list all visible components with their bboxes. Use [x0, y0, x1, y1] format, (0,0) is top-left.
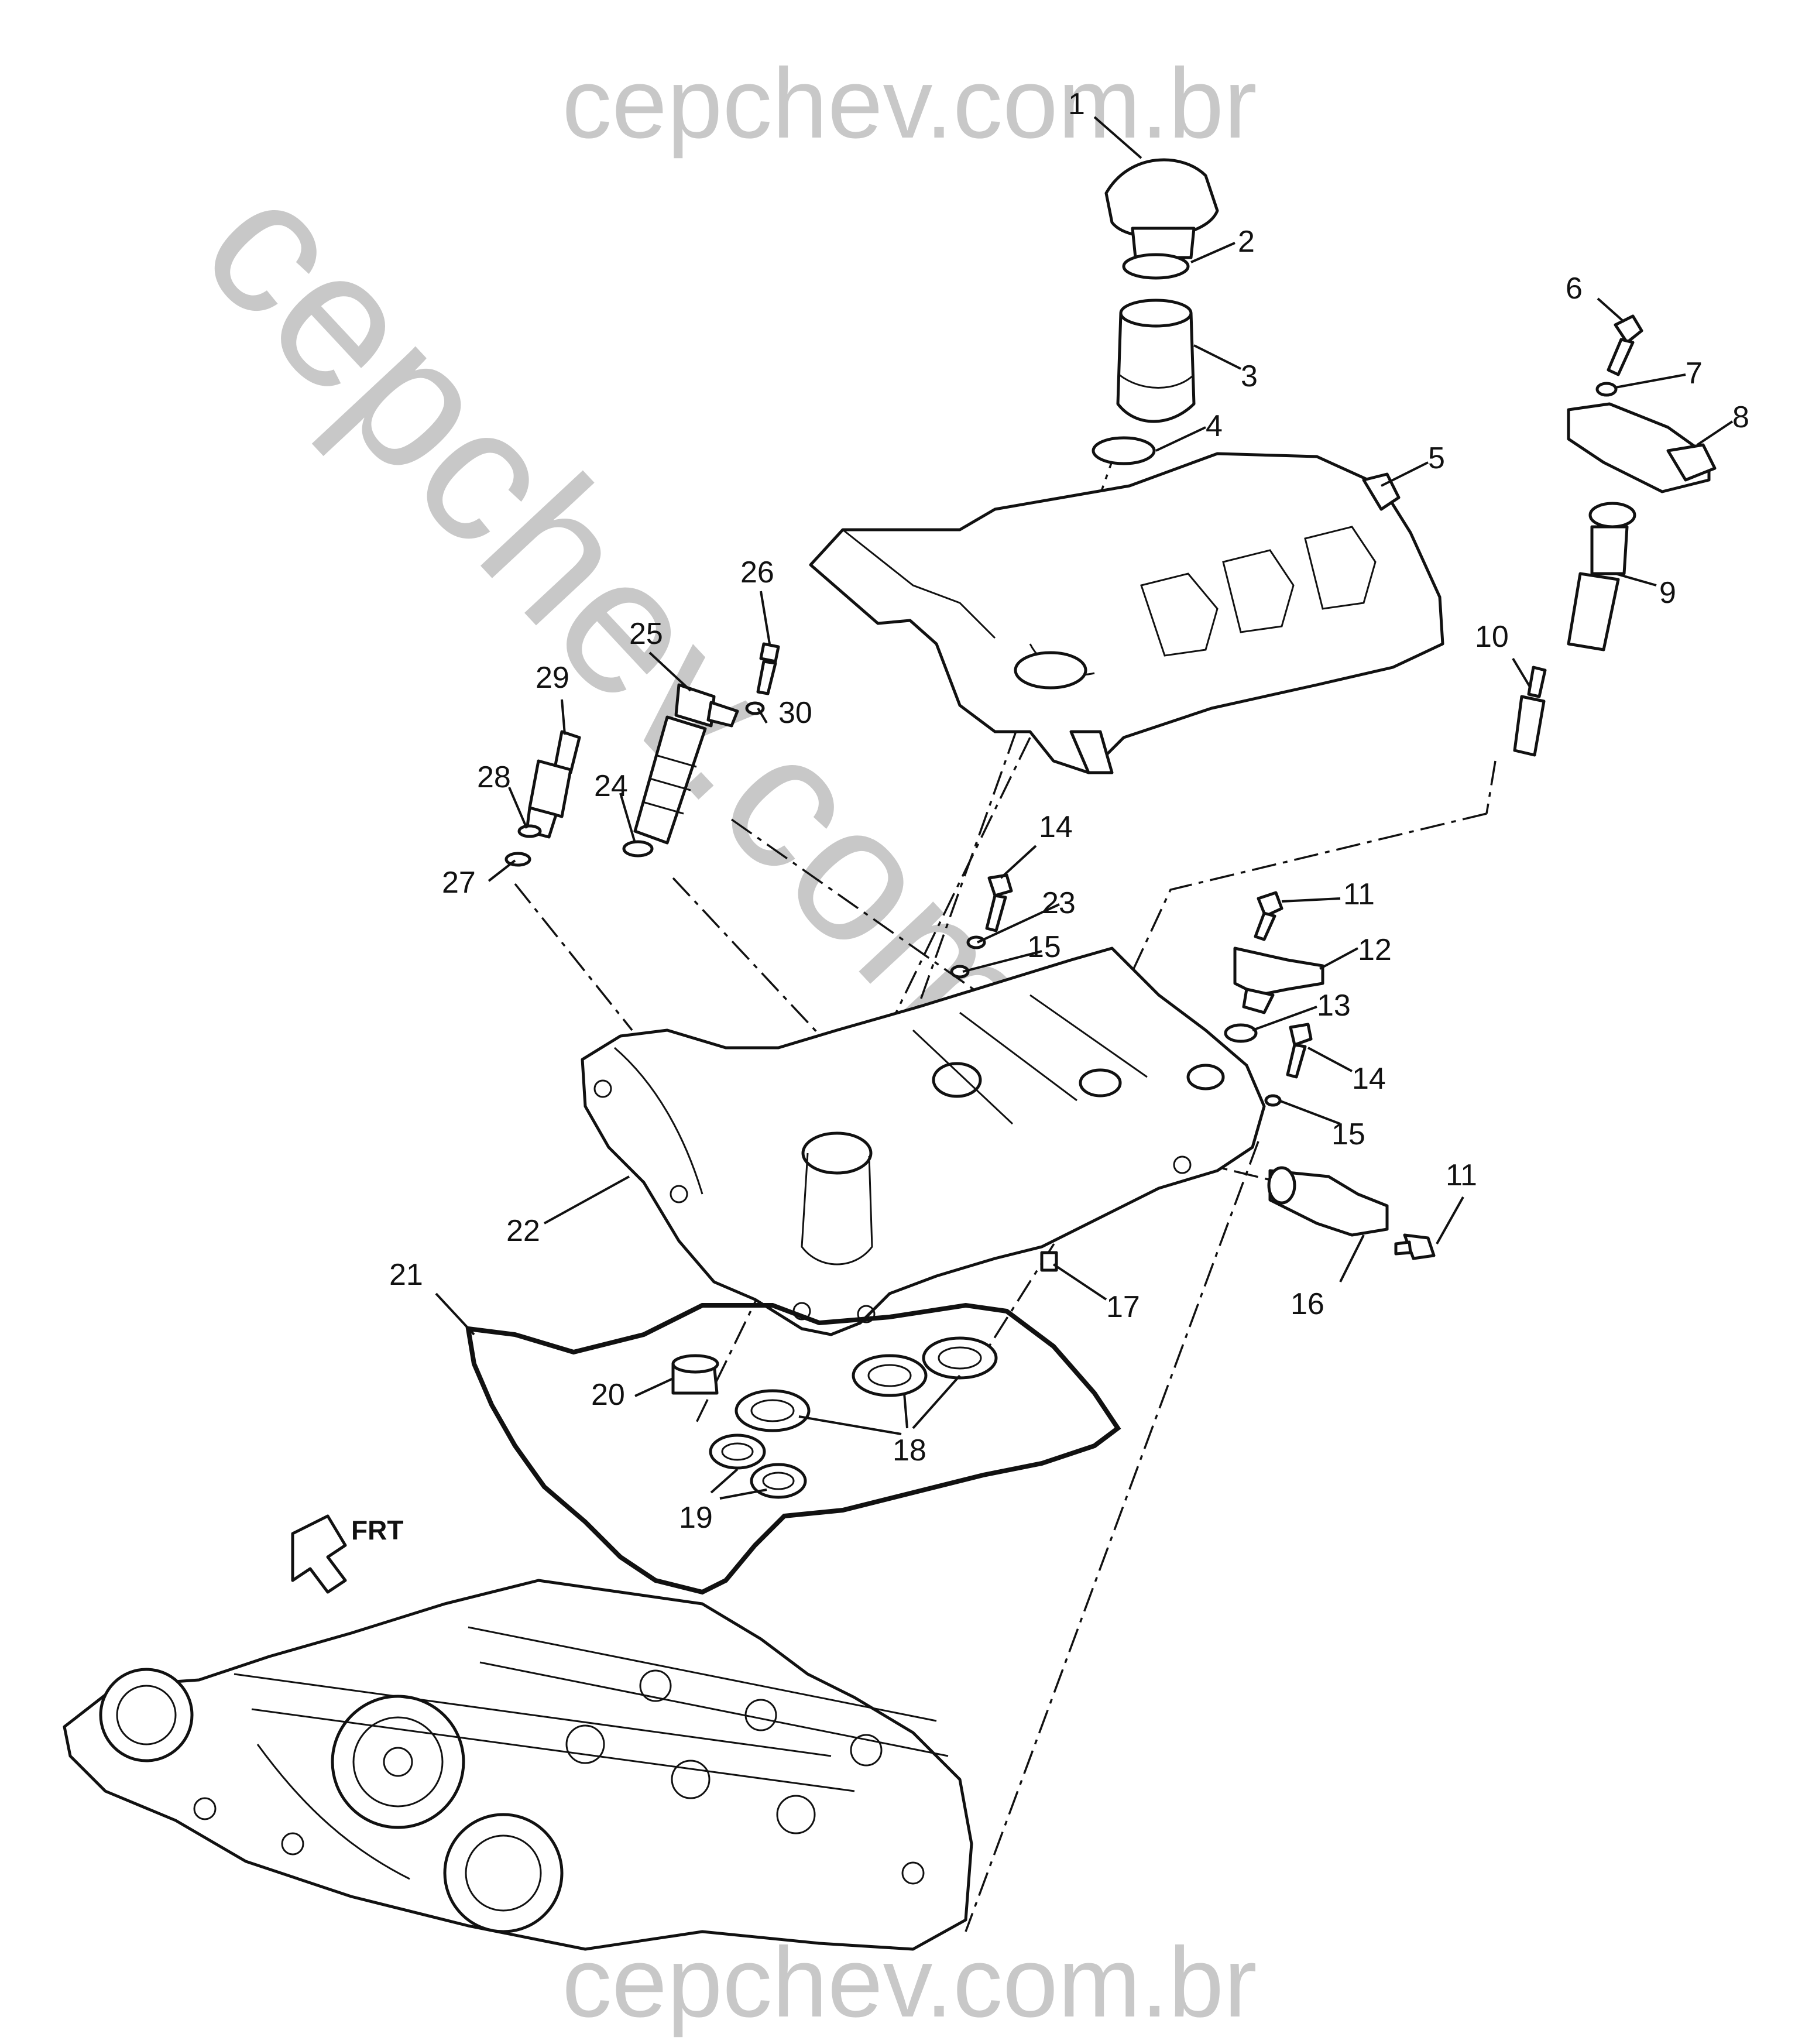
callout-6: 6	[1566, 272, 1583, 306]
callout-21: 21	[389, 1258, 423, 1292]
callout-3: 3	[1241, 359, 1258, 393]
exhaust-camshaft-sensor	[1267, 1166, 1389, 1237]
cylinder-head-cover	[581, 946, 1266, 1336]
front-direction-marker: FRT	[291, 1514, 403, 1594]
callout-25: 25	[629, 617, 663, 651]
callout-11b: 11	[1446, 1158, 1477, 1192]
leader-lines	[435, 116, 1734, 1500]
callout-4: 4	[1206, 409, 1223, 443]
engine-block	[63, 1579, 973, 1951]
intake-camshaft-sensor	[1233, 946, 1324, 1014]
callout-10: 10	[1475, 620, 1509, 654]
callout-14b: 14	[1352, 1062, 1386, 1096]
callout-2: 2	[1238, 225, 1255, 259]
sensor-o-ring-right	[1224, 1023, 1258, 1043]
spark-plug-seals	[709, 1433, 807, 1499]
callout-8: 8	[1732, 400, 1749, 434]
callout-15a: 15	[1027, 930, 1061, 964]
head-bolt-14	[985, 873, 1013, 932]
bolt-washer	[1595, 382, 1618, 397]
callout-30: 30	[778, 696, 812, 730]
solenoid-bolt	[756, 642, 780, 695]
spark-plug	[1513, 666, 1547, 757]
callout-1: 1	[1068, 87, 1085, 121]
oil-filler-cap	[1104, 158, 1219, 259]
callout-18: 18	[893, 1433, 926, 1467]
callout-13: 13	[1317, 989, 1351, 1023]
cover-gasket	[465, 1302, 1121, 1595]
callout-26: 26	[740, 555, 774, 589]
callout-7: 7	[1686, 356, 1703, 390]
camshaft-seals	[735, 1336, 998, 1432]
front-label: FRT	[351, 1515, 403, 1545]
callout-24: 24	[594, 769, 628, 803]
valve-cover	[809, 452, 1444, 774]
callout-14a: 14	[1039, 810, 1073, 844]
filler-tube-seal	[1092, 436, 1156, 465]
callout-9: 9	[1659, 576, 1676, 610]
callout-11a: 11	[1343, 877, 1375, 911]
callout-15b: 15	[1331, 1117, 1365, 1151]
callout-28: 28	[477, 760, 511, 794]
washer-23	[966, 935, 986, 949]
cap-o-ring	[1122, 253, 1190, 280]
callout-27: 27	[442, 866, 476, 900]
callout-labels: 1 2 3 4 5 6 7 8 9 10 11 11 12 13 14 14 1…	[389, 87, 1749, 1535]
callout-17: 17	[1106, 1290, 1140, 1324]
watermark-top: cepchev.com.br	[562, 48, 1257, 159]
callout-20: 20	[591, 1378, 625, 1412]
washer-15	[950, 965, 970, 979]
front-arrow-icon	[291, 1514, 347, 1594]
callout-5: 5	[1428, 441, 1445, 475]
callout-23: 23	[1042, 886, 1076, 920]
camshaft-position-sensor	[525, 730, 581, 839]
ignition-coil-bolt	[1607, 314, 1643, 376]
bolt-washer-15	[1264, 1094, 1282, 1107]
sensor-bolt-lower	[1394, 1233, 1436, 1260]
coil-boot	[1567, 525, 1629, 651]
solenoid-seal	[622, 840, 654, 858]
callout-22: 22	[506, 1214, 540, 1248]
grommet	[671, 1354, 719, 1395]
callout-29: 29	[536, 661, 569, 695]
ignition-coil	[1567, 402, 1717, 529]
callout-16: 16	[1291, 1287, 1324, 1321]
vacuum-pump-bolt-14	[1286, 1023, 1313, 1079]
callout-19: 19	[679, 1501, 713, 1535]
oil-filler-tube	[1116, 299, 1196, 423]
sensor-bolt-upper	[1254, 891, 1283, 941]
oil-control-solenoid	[633, 683, 739, 845]
callout-12: 12	[1358, 933, 1392, 967]
sensor-o-ring	[517, 824, 542, 838]
